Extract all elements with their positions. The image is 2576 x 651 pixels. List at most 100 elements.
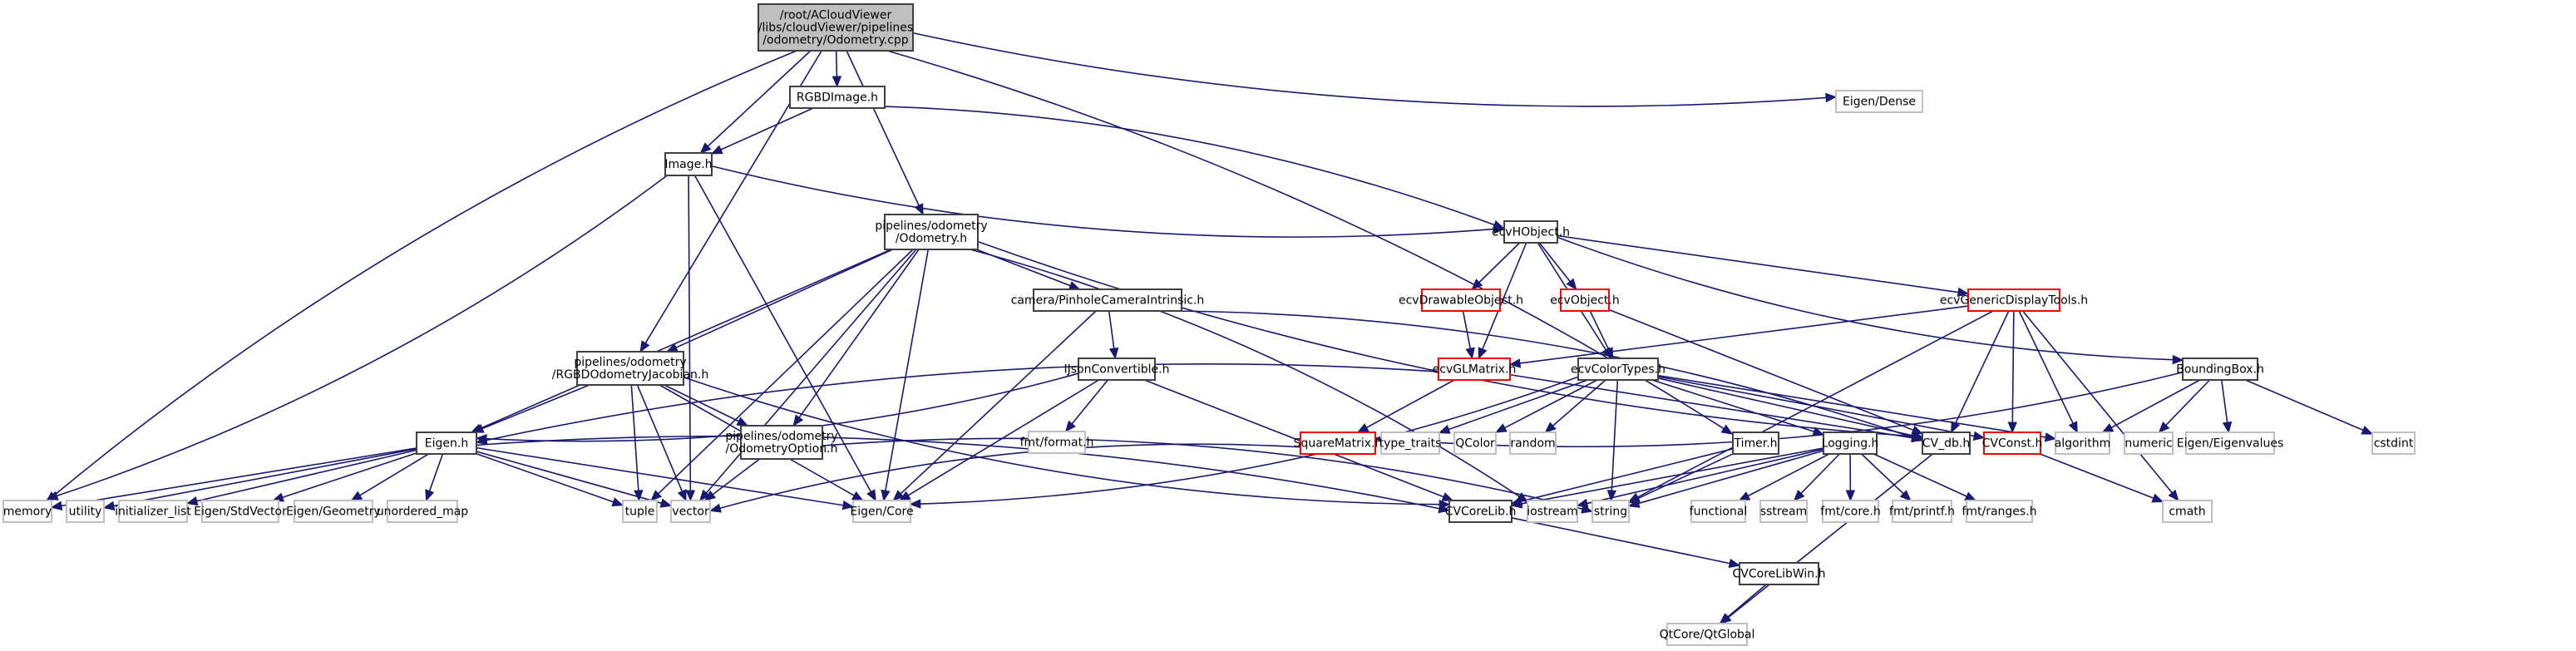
arrowhead-icon [1719, 613, 1731, 624]
node-cvcorelibwin[interactable]: CVCoreLibWin.h [1733, 562, 1826, 585]
edge-line [2011, 310, 2015, 423]
arrowhead-icon [1738, 491, 1751, 501]
edge-ecvcolortypes-to-random [1544, 379, 1606, 433]
node-fmtformat: fmt/format.h [1020, 431, 1093, 454]
arrowhead-icon [709, 503, 722, 513]
node-label: string [1594, 506, 1627, 519]
arrowhead-icon [1108, 347, 1119, 360]
node-rgbdimage[interactable]: RGBDImage.h [789, 86, 886, 109]
edge-line [720, 107, 814, 150]
node-squarematrix[interactable]: SquareMatrix.h [1294, 432, 1383, 455]
arrowhead-icon [914, 203, 924, 216]
arrowhead-icon [1604, 347, 1614, 360]
edge-line [1727, 584, 1767, 618]
node-box [1438, 358, 1511, 381]
arrowhead-icon [46, 491, 59, 501]
node-label: pipelines/odometry [574, 356, 686, 369]
edge-line [1462, 310, 1472, 349]
node-label: fmt/ranges.h [1962, 506, 2036, 519]
node-jacobian[interactable]: pipelines/odometry/RGBDOdometryJacobian.… [552, 351, 708, 386]
arrowhead-icon [677, 489, 687, 502]
arrowhead-icon [866, 489, 876, 502]
edge-line [846, 50, 920, 206]
edge-line [2018, 310, 2074, 424]
node-pinhole[interactable]: camera/PinholeCameraIntrinsic.h [1011, 289, 1205, 312]
arrowhead-icon [1438, 424, 1451, 434]
edge-line [1478, 242, 1521, 284]
node-boundingbox[interactable]: BoundingBox.h [2176, 358, 2264, 381]
edge-logging-to-sstream [1793, 453, 1840, 501]
edge-odometryh-to-eigencore [881, 249, 930, 502]
edge-line [707, 50, 812, 147]
arrowhead-icon [736, 417, 749, 427]
edge-line [683, 377, 1440, 506]
edge-logging-to-cvcorelib [1510, 447, 1824, 509]
node-fmtranges: fmt/ranges.h [1962, 500, 2037, 523]
node-unorderedmap: unordered_map [377, 500, 468, 523]
node-eigenh[interactable]: Eigen.h [416, 432, 477, 455]
arrowhead-icon [2168, 489, 2179, 502]
edge-line [1657, 374, 2046, 438]
node-cvdb[interactable]: CV_db.h [1922, 432, 1971, 455]
node-box [2162, 500, 2213, 523]
arrowhead-icon [1356, 422, 1369, 433]
node-ecvhobject[interactable]: ecvHObject.h [1492, 220, 1570, 244]
node-box [622, 500, 658, 523]
node-cvcorelib[interactable]: CVCoreLib.h [1445, 500, 1517, 523]
edge-line [476, 435, 1440, 510]
node-odometryh[interactable]: pipelines/odometry/Odometry.h [875, 214, 988, 250]
edge-line [1557, 234, 1959, 293]
node-box [201, 500, 279, 523]
arrowhead-icon [841, 500, 855, 510]
node-label: Eigen/Geometry [286, 506, 381, 519]
edge-root-to-rgbdimage [832, 50, 842, 88]
node-box [1983, 432, 2041, 455]
node-image[interactable]: Image.h [664, 152, 713, 176]
node-ecvglmatrix[interactable]: ecvGLMatrix.h [1433, 358, 1517, 381]
edge-line [1509, 373, 1913, 439]
node-ecvobject[interactable]: ecvObject.h [1550, 289, 1620, 312]
node-vector: vector [670, 500, 711, 523]
edge-jacobian-to-eigenh [471, 384, 590, 433]
node-label: numeric [2124, 437, 2172, 451]
edge-ecvgeneric-to-cmath [2022, 310, 2179, 502]
edge-line [476, 451, 662, 504]
node-label: CVConst.h [1982, 437, 2043, 451]
node-logging[interactable]: Logging.h [1822, 432, 1879, 455]
node-sstream: sstream [1759, 500, 1808, 523]
arrowhead-icon [1964, 491, 1977, 501]
arrowhead-icon [892, 490, 905, 501]
node-label: Eigen/Eigenvalues [2177, 437, 2283, 451]
node-ecvdrawable[interactable]: ecvDrawableObject.h [1399, 289, 1523, 312]
node-cvconst[interactable]: CVConst.h [1982, 432, 2043, 455]
arrowhead-icon [2172, 354, 2184, 365]
edge-eigenh-to-geometry [350, 453, 429, 501]
node-ecvgeneric[interactable]: ecvGenericDisplayTools.h [1940, 289, 2088, 312]
node-label: Eigen/Dense [1843, 96, 1916, 109]
node-odomoption[interactable]: pipelines/odometry/OdometryOption.h [725, 425, 838, 460]
node-tuple: tuple [622, 500, 658, 523]
arrowhead-icon [2151, 493, 2164, 503]
arrowhead-icon [1493, 224, 1506, 234]
edge-line [53, 50, 797, 496]
edge-line [693, 175, 872, 492]
arrowhead-icon [1627, 498, 1641, 508]
node-timer[interactable]: Timer.h [1732, 432, 1779, 455]
arrowhead-icon [2007, 422, 2018, 434]
arrowhead-icon [832, 76, 842, 88]
edge-root-to-image [699, 50, 812, 154]
node-label: algorithm [2055, 437, 2111, 451]
node-ecvcolortypes[interactable]: ecvColorTypes.h [1571, 358, 1666, 381]
edge-line [705, 249, 917, 494]
edge-logging-to-iostream [1576, 448, 1824, 508]
node-box [1033, 289, 1182, 312]
node-box [2371, 432, 2416, 455]
node-root[interactable]: /root/ACloudViewer/libs/cloudViewer/pipe… [758, 3, 914, 52]
node-label: Eigen.h [425, 437, 468, 451]
edge-line [1637, 310, 1994, 498]
node-ijson[interactable]: IJsonConvertible.h [1064, 358, 1170, 381]
node-functional: functional [1690, 500, 1747, 523]
node-box [1448, 500, 1513, 523]
arrowhead-icon [1510, 499, 1523, 509]
edge-line [1557, 236, 2174, 361]
